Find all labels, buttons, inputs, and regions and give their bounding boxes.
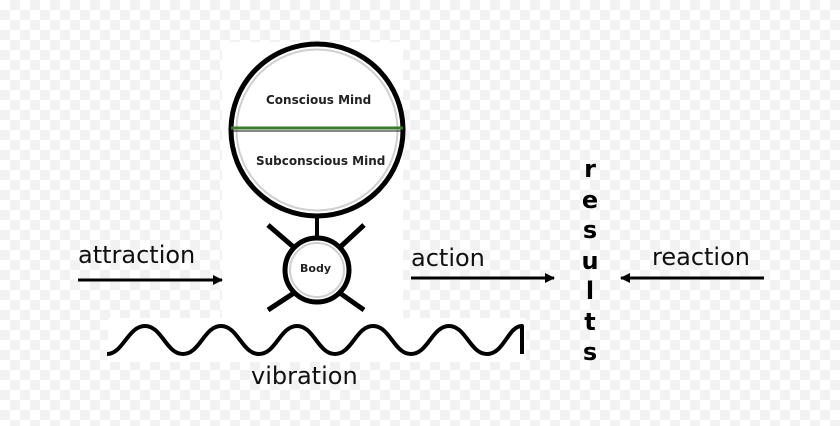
limb-upper-left xyxy=(266,223,299,252)
body-circle-inner-ring xyxy=(289,242,345,298)
results-letter: r xyxy=(584,155,596,183)
vibration-wave xyxy=(106,324,524,356)
results-letter: s xyxy=(582,216,598,244)
results-letter: u xyxy=(581,246,599,275)
reaction-label: reaction xyxy=(652,243,750,271)
mind-circle-inner-ring xyxy=(235,48,399,212)
limb-lower-left xyxy=(266,288,299,313)
action-label: action xyxy=(411,244,485,272)
results-letter: e xyxy=(581,185,599,214)
attraction-label: attraction xyxy=(78,241,196,269)
vibration-label: vibration xyxy=(251,362,358,390)
results-letter: s xyxy=(582,338,598,366)
body-circle xyxy=(282,235,352,305)
subconscious-mind-label: Subconscious Mind xyxy=(256,154,386,168)
results-letter: t xyxy=(584,307,596,336)
results-letter: l xyxy=(585,277,595,305)
results-vertical-label: r e s u l t s xyxy=(572,154,608,368)
body-label: Body xyxy=(300,262,331,275)
conscious-mind-label: Conscious Mind xyxy=(266,93,372,107)
mind-circle xyxy=(228,41,406,219)
